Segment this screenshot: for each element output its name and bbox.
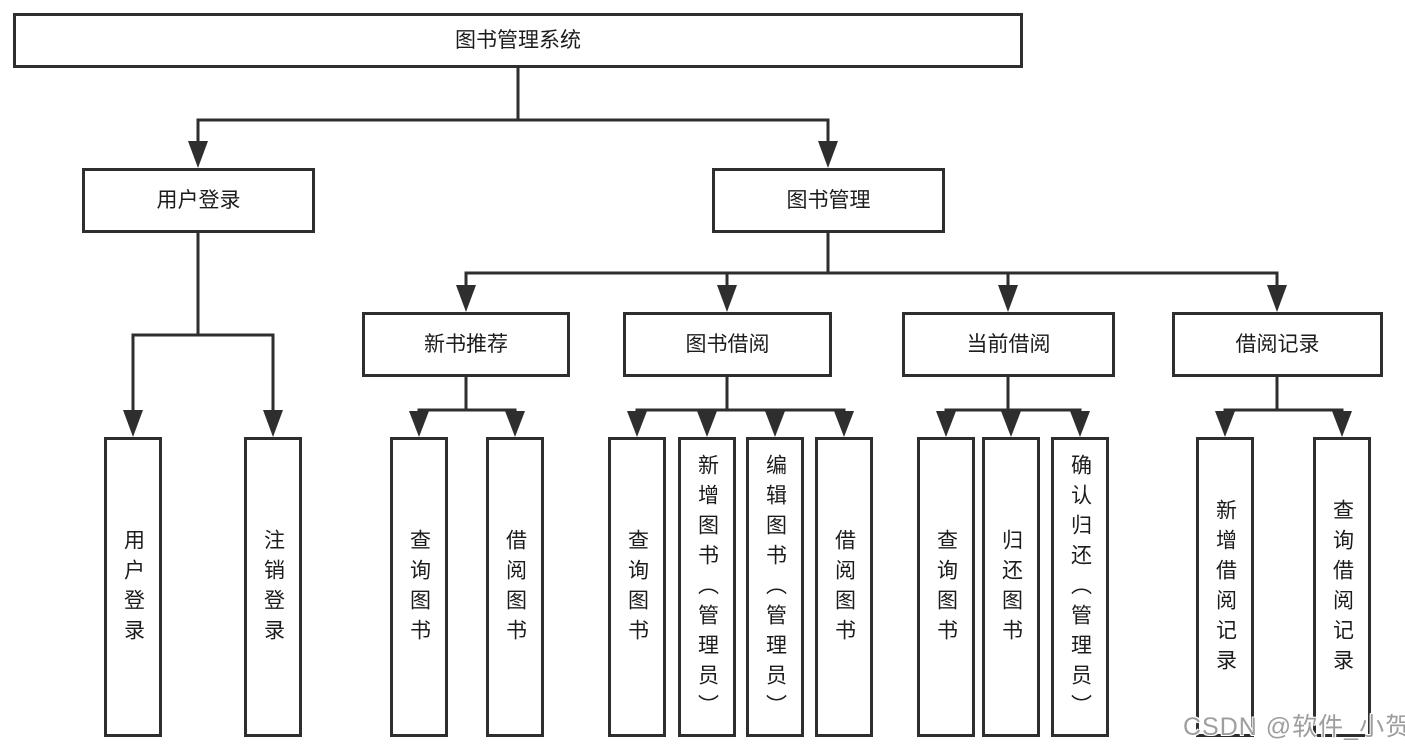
node-leaf-query-books-1: 查询图书 bbox=[390, 437, 448, 737]
node-user-login: 用户登录 bbox=[82, 168, 315, 233]
node-new-book-recommend: 新书推荐 bbox=[362, 312, 570, 377]
node-leaf-logout: 注销登录 bbox=[244, 437, 302, 737]
node-leaf-borrow-books-2: 借阅图书 bbox=[815, 437, 873, 737]
node-book-management: 图书管理 bbox=[712, 168, 945, 233]
node-current-borrow: 当前借阅 bbox=[902, 312, 1115, 377]
node-leaf-query-books-2: 查询图书 bbox=[608, 437, 666, 737]
watermark: CSDN @软件_小贺同学 bbox=[1183, 713, 1405, 741]
node-leaf-borrow-books-1: 借阅图书 bbox=[486, 437, 544, 737]
node-borrow-records: 借阅记录 bbox=[1172, 312, 1383, 377]
node-leaf-return-books: 归还图书 bbox=[982, 437, 1040, 737]
node-leaf-add-books-admin: 新增图书（管理员） bbox=[678, 437, 736, 737]
node-root: 图书管理系统 bbox=[13, 13, 1023, 68]
node-leaf-query-borrow-record: 查询借阅记录 bbox=[1313, 437, 1371, 737]
node-leaf-query-books-3: 查询图书 bbox=[917, 437, 975, 737]
node-leaf-edit-books-admin: 编辑图书（管理员） bbox=[746, 437, 804, 737]
node-leaf-user-login: 用户登录 bbox=[104, 437, 162, 737]
node-leaf-add-borrow-record: 新增借阅记录 bbox=[1196, 437, 1254, 737]
node-leaf-confirm-return-admin: 确认归还（管理员） bbox=[1051, 437, 1109, 737]
node-book-borrow: 图书借阅 bbox=[623, 312, 832, 377]
